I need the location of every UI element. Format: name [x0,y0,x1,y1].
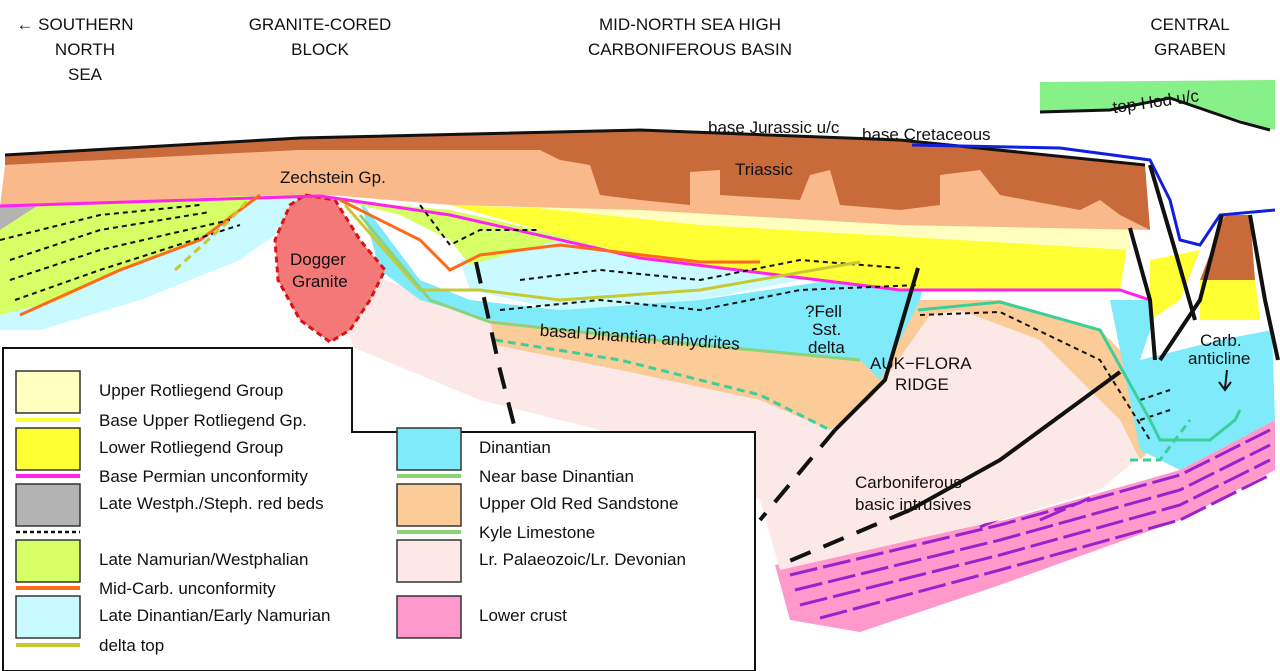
legend-label: Mid-Carb. unconformity [99,579,276,598]
fell-delta-label: delta [808,338,845,357]
faults [474,164,1280,567]
legend-label: Lr. Palaeozoic/Lr. Devonian [479,550,686,569]
hod-unit [1040,80,1275,130]
anticline-arrow-icon [1218,369,1232,392]
legend-label: Kyle Limestone [479,523,595,542]
upper-rotliegend-unit [460,200,1130,250]
granite-label: Dogger [290,250,346,269]
header-line: ← SOUTHERN [16,15,133,34]
legend-label: Upper Rotliegend Group [99,381,283,400]
rotliegend-graben-unit [1150,250,1200,320]
triassic-unit [5,130,1150,230]
dinantian-unit [360,200,930,380]
legend-swatch [15,427,81,471]
delta-top-line [173,196,252,272]
legend-swatch [15,483,81,527]
header-line: GRANITE-CORED [249,15,392,34]
legend-swatch [396,483,462,527]
legend-swatch [396,427,462,471]
legend-swatch [396,595,462,639]
granite-label: Granite [292,272,348,291]
header-mid-north-sea: MID-NORTH SEA HIGH CARBONIFEROUS BASIN [588,15,792,59]
base-jurassic-label: base Jurassic u/c [708,118,840,137]
kyle-limestone-line [917,300,1242,442]
triassic-label: Triassic [735,160,793,179]
header-granite-block: GRANITE-CORED BLOCK [249,15,392,59]
legend-label: Lower crust [479,606,567,625]
header-line: SEA [68,65,103,84]
legend-label: Late Westph./Steph. red beds [99,494,324,513]
legend-label: Late Dinantian/Early Namurian [99,606,331,625]
base-cretaceous-label: base Cretaceous [862,125,991,144]
triassic-graben-unit [1200,215,1255,280]
mid-carb-unconformity-basin-line [339,198,760,272]
legend-label: Base Upper Rotliegend Gp. [99,411,307,430]
fell-delta-label: Sst. [812,320,841,339]
delta-top-basin-line [343,204,861,302]
header-line: GRABEN [1154,40,1226,59]
auk-flora-label: RIDGE [895,375,949,394]
legend-label: Lower Rotliegend Group [99,438,283,457]
intrusives-label: basic intrusives [855,495,971,514]
legend-label: Upper Old Red Sandstone [479,494,678,513]
legend-swatch [396,539,462,583]
legend-swatch [15,370,81,414]
header-line: BLOCK [291,40,349,59]
legend-label: Base Permian unconformity [99,467,308,486]
dinantian-graben-unit [1110,300,1275,470]
base-permian-line [0,194,1151,302]
header-line: NORTH [55,40,115,59]
header-line: MID-NORTH SEA HIGH [599,15,781,34]
dotted-horizons [0,204,1171,441]
legend-swatch [15,539,81,583]
red-beds-unit [0,204,40,230]
legend-label: delta top [99,636,164,655]
legend-swatch [15,595,81,639]
base-jurassic-line [4,128,1146,167]
legend-label: Dinantian [479,438,551,457]
header-central-graben: CENTRAL GRABEN [1150,15,1229,59]
late-namurian-unit [0,195,260,315]
header-line: CARBONIFEROUS BASIN [588,40,792,59]
header-southern-north-sea: ← SOUTHERN NORTH SEA [16,15,133,84]
auk-flora-label: AUK−FLORA [870,354,972,373]
legend-panel [2,347,756,671]
legend-label: Near base Dinantian [479,467,634,486]
legend-label: Late Namurian/Westphalian [99,550,308,569]
base-cretaceous-line [911,143,1276,247]
dogger-granite [273,193,387,344]
mid-carb-unconformity-line [19,193,261,317]
zechstein-label: Zechstein Gp. [280,168,386,187]
carb-anticline-label: Carb. [1200,331,1242,350]
rotliegend-horst-unit [1200,280,1260,320]
carb-anticline-label: anticline [1188,349,1250,368]
fell-delta-label: ?Fell [805,302,842,321]
top-hod-line [1039,96,1271,132]
kyle-limestone-dashed-line [494,338,1192,462]
header-line: CENTRAL [1150,15,1229,34]
late-dinantian-unit [0,195,330,330]
intrusives-label: Carboniferous [855,473,962,492]
near-base-dinantian-line [358,214,861,362]
